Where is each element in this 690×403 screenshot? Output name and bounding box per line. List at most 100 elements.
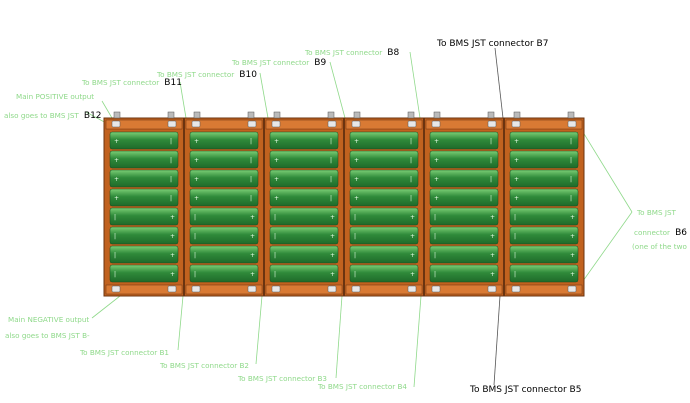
- cell-sign: |: [330, 195, 332, 202]
- module-1: +|+|+|+||+|+|+|+: [105, 111, 183, 295]
- cell-sign: |: [250, 195, 252, 202]
- cell-sign: +: [250, 233, 255, 240]
- label-neg-line2: also goes to BMS JST B-: [5, 331, 90, 340]
- cell-sign: |: [330, 157, 332, 164]
- cell-sign: |: [570, 195, 572, 202]
- cell: [429, 226, 499, 245]
- cell-sign: +: [194, 138, 199, 145]
- leader-line: [259, 72, 269, 119]
- cell: [109, 207, 179, 226]
- cell-sign: |: [514, 252, 516, 259]
- label-b9: To BMS JST connector B9: [232, 58, 327, 68]
- cell-sign: +: [194, 176, 199, 183]
- cell: [509, 226, 579, 245]
- cell-sign: +: [354, 138, 359, 145]
- cell-sign: |: [354, 214, 356, 221]
- cell-sign: |: [514, 271, 516, 278]
- label-b8: To BMS JST connector B8: [305, 48, 400, 58]
- cell-sign: |: [114, 214, 116, 221]
- cell-sign: +: [170, 233, 175, 240]
- cell: [269, 207, 339, 226]
- cell: [269, 245, 339, 264]
- cell-sign: +: [490, 214, 495, 221]
- cell-sign: +: [250, 214, 255, 221]
- cell-sign: +: [410, 214, 415, 221]
- terminal-tab: [327, 120, 337, 128]
- cell-sign: |: [170, 138, 172, 145]
- cell-sign: |: [410, 138, 412, 145]
- leader-line: [179, 81, 187, 119]
- cell: [109, 131, 179, 150]
- terminal-tab: [271, 285, 281, 293]
- cell: [349, 169, 419, 188]
- cell-sign: |: [170, 157, 172, 164]
- bottom-strip: [265, 284, 343, 295]
- terminal-tab: [511, 120, 521, 128]
- cell-sign: |: [194, 271, 196, 278]
- bottom-strip: [425, 284, 503, 295]
- cell-sign: +: [490, 233, 495, 240]
- cell-sign: +: [330, 271, 335, 278]
- bolt-top: [167, 111, 175, 119]
- cell-sign: +: [570, 214, 575, 221]
- cell-sign: |: [434, 252, 436, 259]
- cell-sign: |: [114, 271, 116, 278]
- cell-sign: |: [330, 176, 332, 183]
- cell: [429, 207, 499, 226]
- label-neg-line1: Main NEGATIVE output: [8, 315, 90, 324]
- cell-sign: |: [354, 252, 356, 259]
- cell-sign: |: [490, 195, 492, 202]
- leader-lines: [85, 47, 633, 388]
- cell-sign: +: [274, 195, 279, 202]
- cell-sign: |: [354, 271, 356, 278]
- label-b3: To BMS JST connector B3: [238, 374, 327, 383]
- cell-sign: |: [514, 214, 516, 221]
- cell-sign: +: [570, 233, 575, 240]
- leader-line: [335, 295, 343, 379]
- cell-sign: +: [514, 176, 519, 183]
- cell: [269, 169, 339, 188]
- cell-sign: +: [434, 176, 439, 183]
- cell-sign: +: [434, 195, 439, 202]
- cell-sign: +: [354, 195, 359, 202]
- cell-sign: |: [194, 214, 196, 221]
- cell: [109, 245, 179, 264]
- terminal-tab: [487, 120, 497, 128]
- cell-sign: |: [410, 195, 412, 202]
- cell-sign: |: [410, 157, 412, 164]
- bolt-top: [327, 111, 335, 119]
- cell-sign: |: [274, 252, 276, 259]
- cell: [189, 131, 259, 150]
- cell-sign: +: [490, 271, 495, 278]
- cell-sign: |: [194, 252, 196, 259]
- terminal-tab: [111, 120, 121, 128]
- cell: [189, 150, 259, 169]
- cell-sign: +: [170, 214, 175, 221]
- label-b10: To BMS JST connector B10: [157, 70, 257, 80]
- cell: [509, 169, 579, 188]
- cell: [349, 264, 419, 283]
- leader-line: [413, 295, 422, 388]
- cell: [349, 131, 419, 150]
- cell-sign: +: [514, 138, 519, 145]
- cell: [429, 131, 499, 150]
- top-strip: [345, 119, 423, 130]
- terminal-tab: [167, 120, 177, 128]
- cell-sign: |: [194, 233, 196, 240]
- cell-sign: |: [570, 138, 572, 145]
- label-b6-line2: connector B6: [634, 228, 688, 238]
- top-strip: [505, 119, 583, 130]
- cell-sign: +: [274, 138, 279, 145]
- cell-sign: +: [354, 176, 359, 183]
- cell-sign: |: [274, 233, 276, 240]
- terminal-tab: [247, 285, 257, 293]
- cell: [109, 188, 179, 207]
- cell-sign: |: [114, 252, 116, 259]
- cell: [349, 188, 419, 207]
- top-strip: [265, 119, 343, 130]
- cell: [349, 245, 419, 264]
- cell: [189, 188, 259, 207]
- terminal-tab: [191, 285, 201, 293]
- terminal-tab: [431, 285, 441, 293]
- leader-line: [493, 295, 501, 386]
